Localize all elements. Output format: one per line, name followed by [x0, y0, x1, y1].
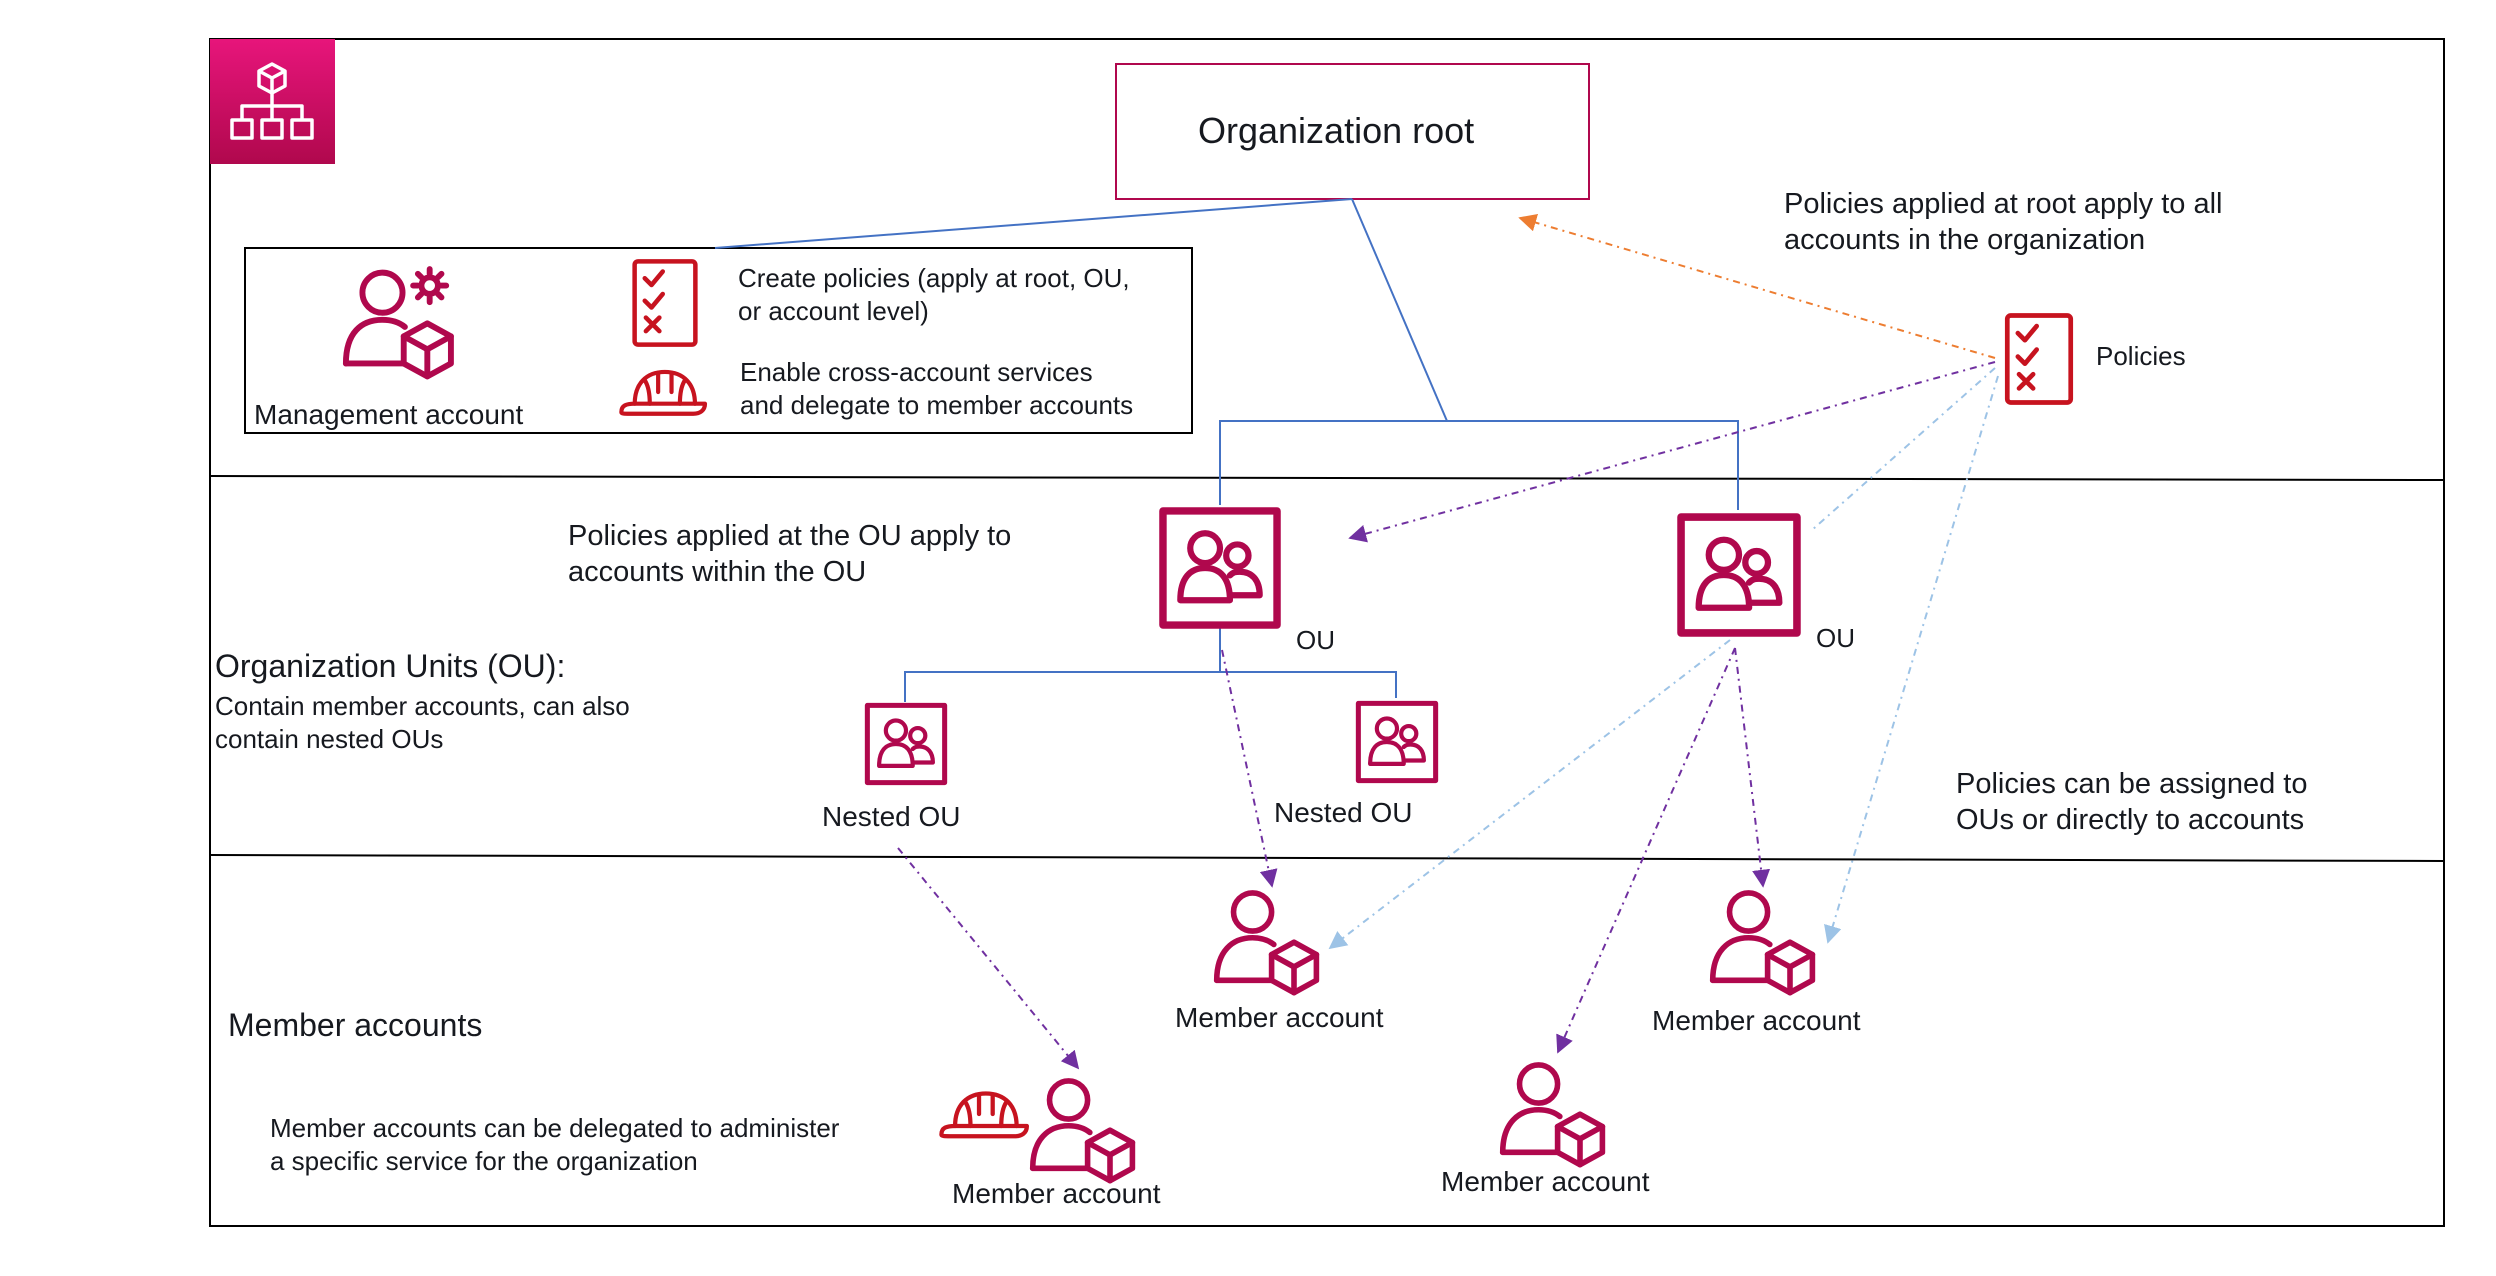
light-blue-arrows	[1328, 367, 1999, 950]
policies-label: Policies	[2096, 341, 2186, 371]
nested-ou-label-left: Nested OU	[822, 801, 961, 832]
nested-ou-icon-left	[867, 705, 944, 782]
member-account-label-2: Member account	[1652, 1005, 1861, 1036]
outer-frame	[209, 38, 2445, 1227]
section-divider-bottom	[209, 854, 2445, 862]
member-account-label-1: Member account	[1175, 1002, 1384, 1033]
cross-account-text: Enable cross-account services and delega…	[740, 357, 1134, 420]
policies-icon	[2007, 316, 2070, 403]
delegated-admin-hat-icon	[941, 1093, 1026, 1136]
arrow-policies-to-root	[1518, 213, 1996, 359]
member-account-label-4: Member account	[1441, 1166, 1650, 1197]
ou-section-description: Contain member accounts, can also contai…	[215, 691, 630, 754]
nested-ou-icon-right	[1358, 703, 1435, 780]
ou-icon-right	[1681, 517, 1797, 633]
member-account-icon-1	[1217, 893, 1317, 993]
ou-section-label: Organization Units (OU):	[215, 648, 566, 684]
purple-arrows	[897, 361, 1996, 1070]
organization-root-label: Organization root	[1198, 110, 1475, 151]
ou-policies-note: Policies applied at the OU apply to acco…	[568, 520, 1012, 589]
member-account-label-3: Member account	[952, 1178, 1161, 1209]
nested-ou-label-right: Nested OU	[1274, 797, 1413, 828]
member-accounts-section-label: Member accounts	[228, 1007, 483, 1043]
ou-icon-left	[1163, 511, 1277, 625]
organization-root-box	[1115, 63, 1590, 200]
organizations-service-icon	[210, 39, 335, 164]
assign-policies-note: Policies can be assigned to OUs or direc…	[1956, 768, 2308, 837]
tree-lines	[714, 198, 1739, 702]
management-account-label: Management account	[254, 399, 524, 430]
member-account-icon-3	[1033, 1081, 1133, 1181]
ou-label-left: OU	[1296, 625, 1335, 655]
create-policies-text: Create policies (apply at root, OU, or a…	[738, 263, 1130, 326]
member-account-icon-2	[1713, 893, 1813, 993]
root-policies-note: Policies applied at root apply to all ac…	[1784, 188, 2223, 257]
section-divider-top	[209, 475, 2445, 481]
delegate-note: Member accounts can be delegated to admi…	[270, 1113, 840, 1176]
member-account-icon-4	[1503, 1065, 1603, 1165]
ou-label-right: OU	[1816, 623, 1855, 653]
